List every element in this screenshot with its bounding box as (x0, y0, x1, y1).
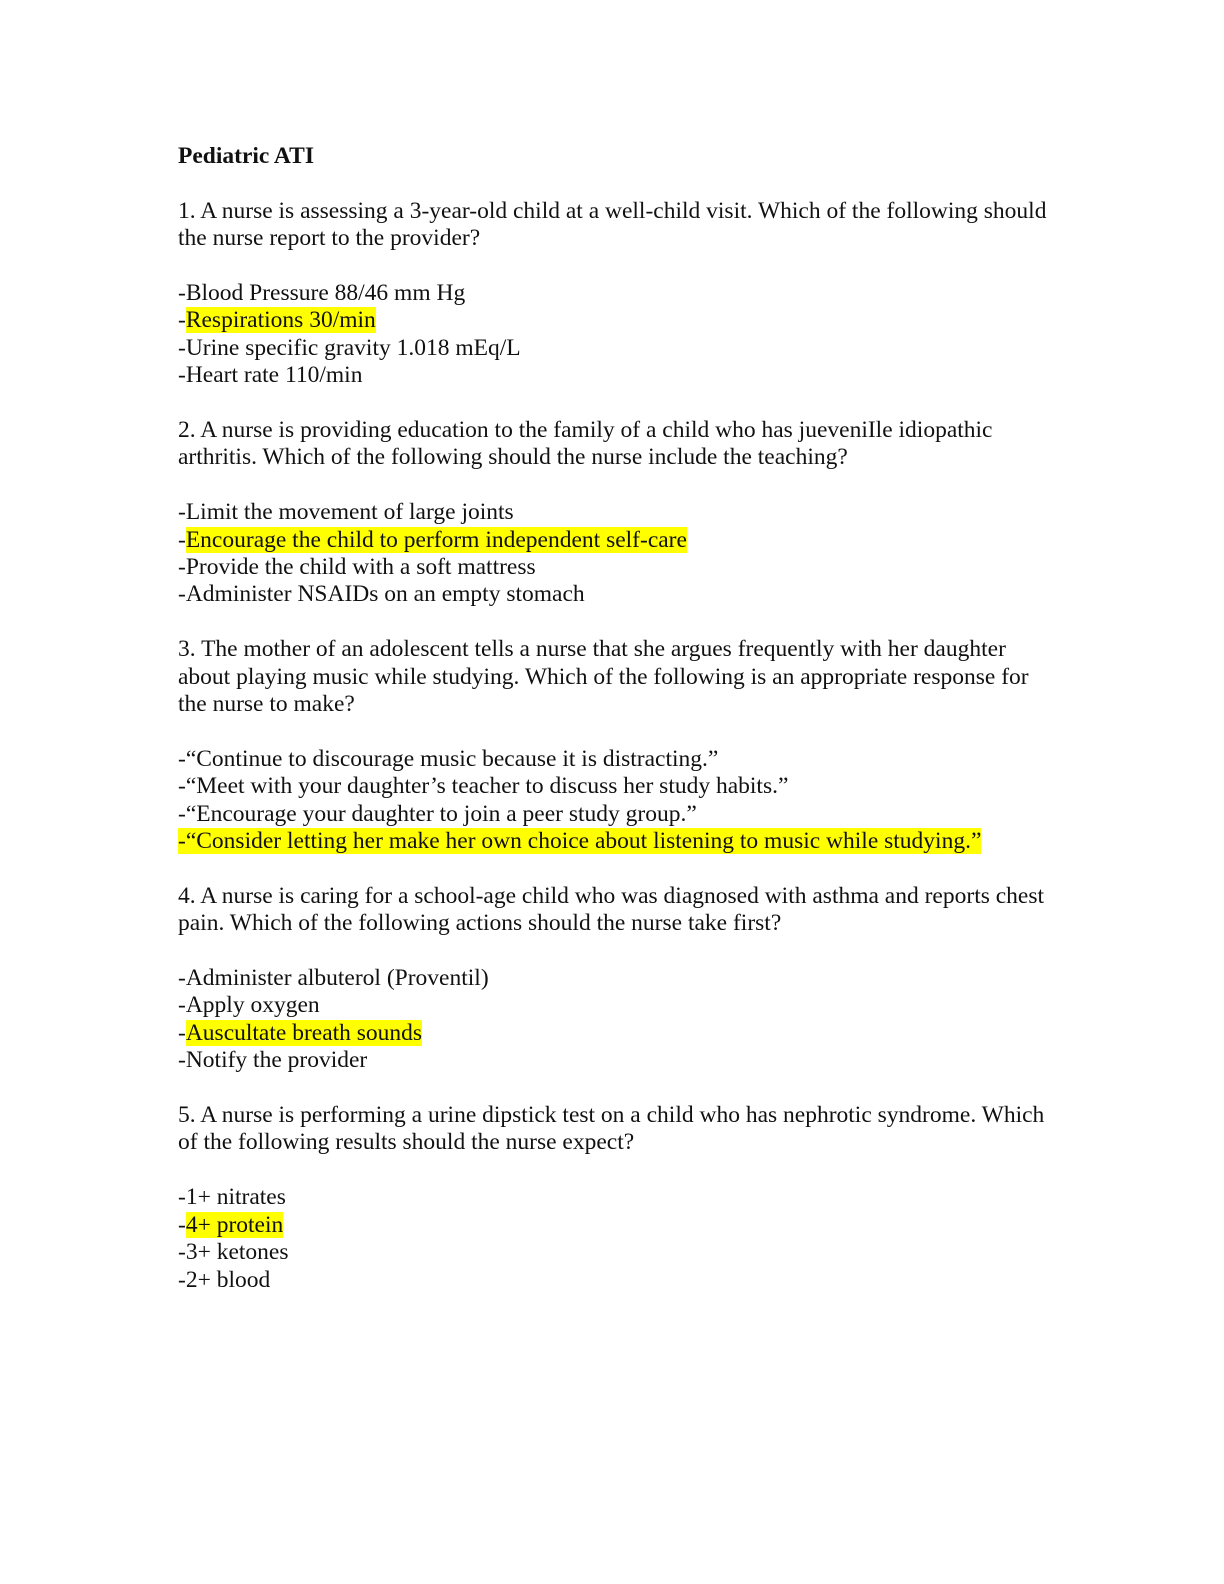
highlighted-answer-text: “Consider letting her make her own choic… (185, 828, 982, 855)
answer-option: -Limit the movement of large joints (178, 499, 1058, 526)
option-dash: - (178, 965, 186, 992)
question-text: 2. A nurse is providing education to the… (178, 417, 993, 471)
option-text: “Meet with your daughter’s teacher to di… (185, 773, 789, 800)
option-text: Limit the movement of large joints (185, 499, 514, 526)
option-dash: - (178, 745, 186, 772)
answer-option: -“Continue to discourage music because i… (178, 746, 1058, 773)
answer-option-correct: -Encourage the child to perform independ… (178, 526, 1058, 554)
question-block: 1. A nurse is assessing a 3-year-old chi… (178, 198, 1058, 390)
option-dash: - (178, 334, 186, 361)
answer-options: -Administer albuterol (Proventil)-Apply … (178, 965, 1058, 1075)
option-dash: - (178, 280, 186, 306)
option-text: Blood Pressure 88/46 mm Hg (185, 280, 466, 306)
document-title: Pediatric ATI (178, 143, 314, 169)
highlighted-answer-text: Auscultate breath sounds (185, 1019, 423, 1046)
question-text: 1. A nurse is assessing a 3-year-old chi… (178, 197, 1047, 252)
answer-options: -Limit the movement of large joints-Enco… (178, 499, 1058, 609)
question-block: 2. A nurse is providing education to the… (178, 417, 1058, 609)
option-text: “Continue to discourage music because it… (185, 745, 719, 772)
option-text: Administer NSAIDs on an empty stomach (185, 581, 585, 608)
option-text: Urine specific gravity 1.018 mEq/L (185, 334, 521, 361)
option-dash: - (178, 526, 186, 553)
answer-options: -Blood Pressure 88/46 mm Hg-Respirations… (178, 280, 1058, 390)
option-text: Heart rate 110/min (185, 362, 363, 389)
answer-option: -“Encourage your daughter to join a peer… (178, 801, 1058, 828)
highlighted-answer-text: Encourage the child to perform independe… (185, 526, 687, 553)
answer-option: -Administer NSAIDs on an empty stomach (178, 581, 1058, 608)
answer-options: -1+ nitrates-4+ protein-3+ ketones-2+ bl… (178, 1184, 1058, 1294)
question-text: 5. A nurse is performing a urine dipstic… (178, 1102, 1045, 1156)
option-text: Administer albuterol (Proventil) (185, 965, 489, 992)
option-dash: - (178, 773, 186, 800)
answer-options: -“Continue to discourage music because i… (178, 746, 1058, 856)
option-dash: - (178, 1211, 186, 1238)
answer-option: -Provide the child with a soft mattress (178, 554, 1058, 581)
answer-option: -1+ nitrates (178, 1184, 1058, 1211)
answer-option-correct: -4+ protein (178, 1211, 1058, 1239)
question-block: 5. A nurse is performing a urine dipstic… (178, 1102, 1058, 1294)
question-block: 3. The mother of an adolescent tells a n… (178, 636, 1058, 855)
answer-option: -Urine specific gravity 1.018 mEq/L (178, 335, 1058, 362)
answer-option: -Heart rate 110/min (178, 362, 1058, 389)
highlighted-answer-text: 4+ protein (185, 1211, 284, 1238)
answer-option: -Administer albuterol (Proventil) (178, 965, 1058, 992)
option-text: Provide the child with a soft mattress (185, 554, 536, 581)
answer-option-correct: -Auscultate breath sounds (178, 1019, 1058, 1047)
option-dash: - (178, 307, 186, 334)
option-text: “Encourage your daughter to join a peer … (185, 800, 697, 827)
option-dash: - (178, 362, 186, 389)
answer-option: -3+ ketones (178, 1239, 1058, 1266)
option-text: Notify the provider (185, 1047, 368, 1074)
option-text: 3+ ketones (185, 1239, 289, 1266)
question-text: 3. The mother of an adolescent tells a n… (178, 636, 1029, 718)
option-dash: - (178, 499, 186, 526)
answer-option: -Blood Pressure 88/46 mm Hg (178, 280, 1058, 307)
option-dash: - (178, 1239, 186, 1266)
option-dash: - (178, 992, 186, 1019)
answer-option: -Notify the provider (178, 1047, 1058, 1074)
answer-option-correct: -“Consider letting her make her own choi… (178, 828, 1058, 855)
option-text: 2+ blood (185, 1266, 271, 1293)
answer-option: -“Meet with your daughter’s teacher to d… (178, 773, 1058, 800)
option-dash: - (178, 1184, 186, 1211)
question-list: 1. A nurse is assessing a 3-year-old chi… (178, 198, 1058, 1294)
document-page: Pediatric ATI 1. A nurse is assessing a … (178, 143, 1058, 1321)
option-dash: - (178, 1266, 186, 1293)
option-dash: - (178, 1047, 186, 1074)
option-dash: - (178, 828, 186, 855)
option-text: 1+ nitrates (185, 1184, 286, 1211)
option-dash: - (178, 554, 186, 581)
option-dash: - (178, 800, 186, 827)
option-dash: - (178, 1019, 186, 1046)
option-text: Apply oxygen (185, 992, 320, 1019)
answer-option-correct: -Respirations 30/min (178, 307, 1058, 334)
option-dash: - (178, 581, 186, 608)
highlighted-answer-text: Respirations 30/min (185, 307, 376, 334)
question-text: 4. A nurse is caring for a school-age ch… (178, 882, 1045, 937)
question-block: 4. A nurse is caring for a school-age ch… (178, 883, 1058, 1075)
answer-option: -Apply oxygen (178, 992, 1058, 1019)
answer-option: -2+ blood (178, 1267, 1058, 1294)
